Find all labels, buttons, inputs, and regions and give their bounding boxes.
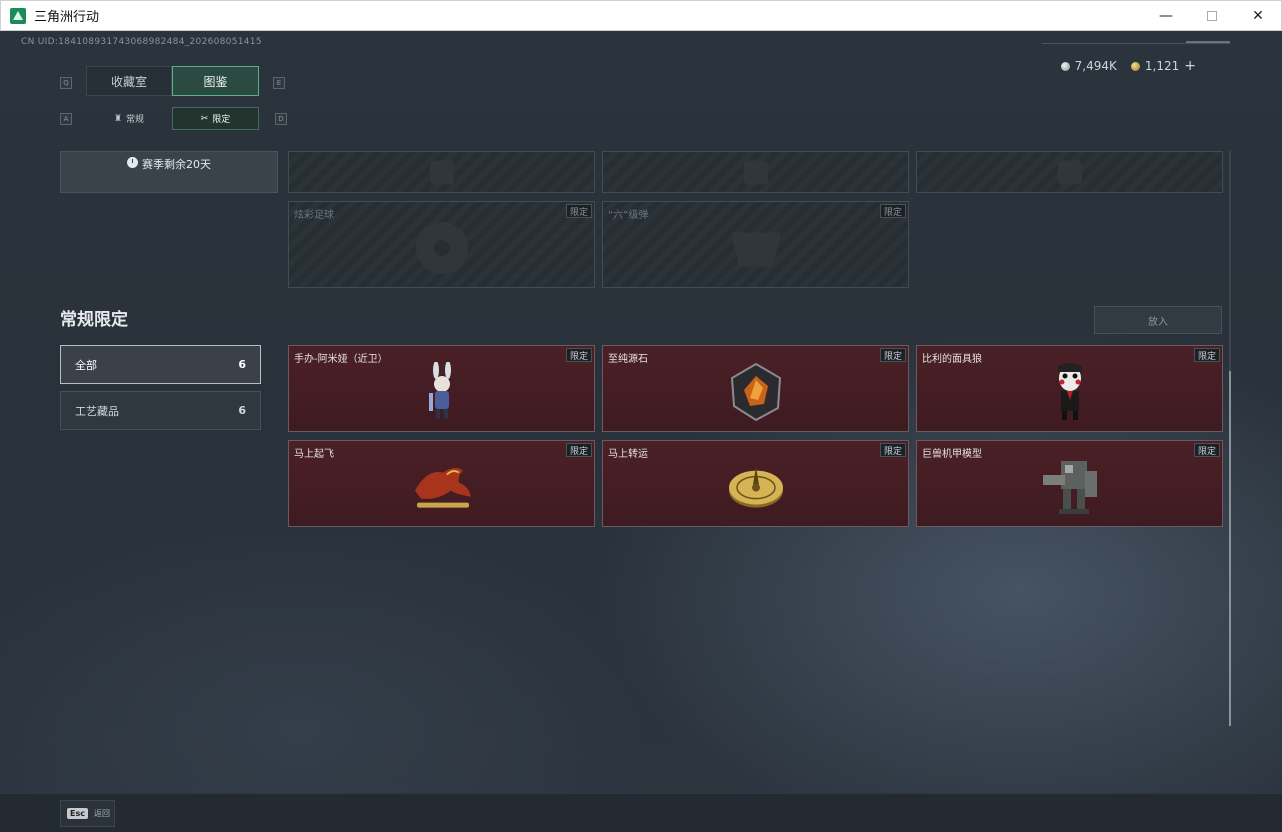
locked-item-card[interactable]: 炫彩足球 限定 xyxy=(288,201,595,288)
clock-icon xyxy=(127,157,138,168)
header-divider-accent xyxy=(1186,41,1230,43)
mech-model-icon xyxy=(1042,460,1097,514)
subtab-regular-label: 常规 xyxy=(126,115,145,125)
limited-badge: 限定 xyxy=(1193,443,1220,457)
item-name: 巨兽机甲模型 xyxy=(922,449,982,460)
back-button[interactable]: Esc 返回 xyxy=(60,800,115,827)
minimize-button[interactable]: — xyxy=(1159,8,1173,24)
item-card-billy-mask-wolf[interactable]: 比利的面具狼 限定 xyxy=(916,345,1223,432)
subtab-limited-label: 限定 xyxy=(212,115,231,125)
horse-statue-icon xyxy=(414,467,471,508)
ammo-silhouette-icon xyxy=(730,232,781,266)
bunny-figure-icon xyxy=(428,361,451,419)
subtab-regular[interactable]: ♜ 常规 xyxy=(86,107,172,130)
item-name: 至纯源石 xyxy=(608,354,648,365)
item-card-pure-originium[interactable]: 至纯源石 限定 xyxy=(602,345,909,432)
window-titlebar: 三角洲行动 — ✕ xyxy=(0,0,1282,31)
sub-tab-bar: ♜ 常规 ✂ 限定 xyxy=(86,107,259,130)
main-tab-bar: 收藏室 图鉴 xyxy=(86,66,259,96)
locked-item-silhouette-icon xyxy=(743,160,768,185)
limited-badge: 限定 xyxy=(565,348,592,362)
prev-tab-key-hint: Q xyxy=(60,77,72,89)
window-title: 三角洲行动 xyxy=(34,10,100,25)
tab-codex[interactable]: 图鉴 xyxy=(172,66,259,96)
season-timer: 赛季剩余20天 xyxy=(60,151,278,193)
category-count: 6 xyxy=(238,404,246,417)
limited-tab-icon: ✂ xyxy=(200,113,209,124)
limited-badge: 限定 xyxy=(879,443,906,457)
item-card-horse-fortune[interactable]: 马上转运 限定 xyxy=(602,440,909,527)
next-subtab-key-hint: D xyxy=(275,113,287,125)
player-uid: CN UID:184108931743068982484_20260805141… xyxy=(21,37,262,47)
gold-coin-icon xyxy=(1130,61,1140,71)
category-label: 全部 xyxy=(75,358,97,372)
maximize-button[interactable] xyxy=(1189,1,1235,31)
gold-currency: 1,121 + xyxy=(1130,58,1196,74)
limited-badge: 限定 xyxy=(1193,348,1220,362)
limited-badge: 限定 xyxy=(565,204,592,218)
mask-puppet-icon xyxy=(1057,362,1082,420)
limited-badge: 限定 xyxy=(565,443,592,457)
gold-amount: 1,121 xyxy=(1144,59,1180,73)
close-button[interactable]: ✕ xyxy=(1252,8,1264,24)
item-name: 比利的面具狼 xyxy=(922,354,982,365)
prev-subtab-key-hint: A xyxy=(60,113,72,125)
item-name: 炫彩足球 xyxy=(294,210,334,221)
section-title: 常规限定 xyxy=(60,310,128,330)
locked-item-card[interactable]: “六”级弹 限定 xyxy=(602,201,909,288)
item-name: 马上起飞 xyxy=(294,449,334,460)
currency-display: 7,494K 1,121 + xyxy=(1060,58,1196,74)
app-logo-icon xyxy=(10,7,26,24)
category-craft-collectibles[interactable]: 工艺藏品 6 xyxy=(60,391,261,430)
tab-collection-room[interactable]: 收藏室 xyxy=(86,66,172,96)
soccer-ball-silhouette-icon xyxy=(415,221,468,274)
locked-item-card[interactable] xyxy=(602,151,909,193)
place-button[interactable]: 放入 xyxy=(1094,306,1222,334)
game-viewport: CN UID:184108931743068982484_20260805141… xyxy=(0,31,1282,832)
item-card-amiya-figure[interactable]: 手办-阿米娅（近卫） 限定 xyxy=(288,345,595,432)
bottom-bar: Esc 返回 xyxy=(0,793,1282,832)
next-tab-key-hint: E xyxy=(273,77,285,89)
item-name: “六”级弹 xyxy=(608,210,649,221)
limited-badge: 限定 xyxy=(879,348,906,362)
locked-item-card[interactable] xyxy=(916,151,1223,193)
item-card-mech-model[interactable]: 巨兽机甲模型 限定 xyxy=(916,440,1223,527)
item-name: 手办-阿米娅（近卫） xyxy=(294,354,388,365)
locked-item-silhouette-icon xyxy=(1057,160,1082,185)
category-count: 6 xyxy=(238,358,246,371)
esc-key-hint: Esc xyxy=(67,808,88,819)
silver-coin-icon xyxy=(1060,61,1070,71)
silver-amount: 7,494K xyxy=(1074,59,1117,73)
scrollbar-track[interactable] xyxy=(1229,151,1231,726)
locked-item-silhouette-icon xyxy=(429,160,454,185)
crystal-stone-icon xyxy=(730,362,781,421)
maximize-icon xyxy=(1207,11,1217,21)
category-all[interactable]: 全部 6 xyxy=(60,345,261,384)
item-name: 马上转运 xyxy=(608,449,648,460)
header-divider xyxy=(1042,43,1230,44)
subtab-limited[interactable]: ✂ 限定 xyxy=(172,107,259,130)
regular-tab-icon: ♜ xyxy=(113,113,123,124)
scrollbar-thumb[interactable] xyxy=(1229,371,1231,726)
limited-badge: 限定 xyxy=(879,204,906,218)
silver-currency: 7,494K xyxy=(1060,59,1117,73)
locked-item-card[interactable] xyxy=(288,151,595,193)
back-label: 返回 xyxy=(93,809,110,818)
item-card-horse-takeoff[interactable]: 马上起飞 限定 xyxy=(288,440,595,527)
window-controls: — ✕ xyxy=(1143,1,1281,31)
category-label: 工艺藏品 xyxy=(75,404,119,418)
golden-disc-icon xyxy=(728,466,783,508)
add-currency-button[interactable]: + xyxy=(1184,58,1196,74)
season-remaining-text: 赛季剩余20天 xyxy=(142,158,211,171)
